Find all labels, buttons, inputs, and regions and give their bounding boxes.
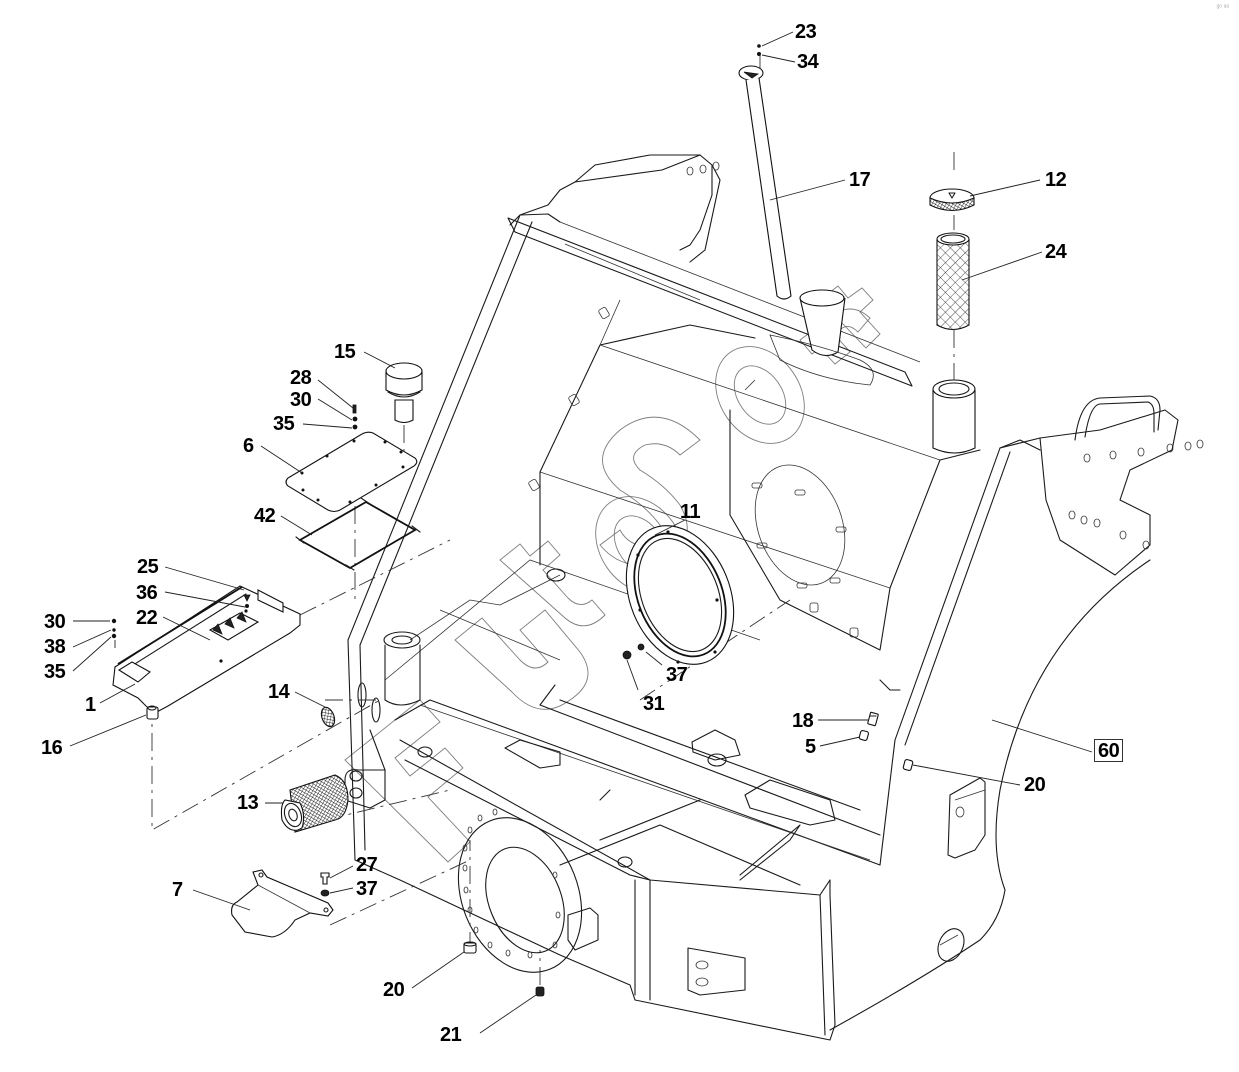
part-27-37-screw-washer[interactable] (320, 872, 330, 897)
part-15-breather[interactable] (385, 362, 423, 424)
callout-17[interactable]: 17 (849, 169, 871, 191)
callout-28[interactable]: 28 (290, 367, 312, 389)
callout-60-frame[interactable]: 60 (1094, 739, 1124, 762)
callout-36[interactable]: 36 (136, 582, 158, 604)
watermark (344, 285, 881, 863)
part-21-plug[interactable] (535, 986, 545, 997)
callout-6[interactable]: 6 (243, 435, 254, 457)
part-11-flange-ring[interactable] (607, 510, 754, 681)
callout-20-right[interactable]: 20 (1024, 774, 1046, 796)
callout-12[interactable]: 12 (1045, 169, 1067, 191)
callout-18[interactable]: 18 (792, 710, 814, 732)
callout-15[interactable]: 15 (334, 341, 356, 363)
callout-42[interactable]: 42 (254, 505, 276, 527)
corner-mark: ᵍᵒ ᵃᵃ (1216, 4, 1229, 11)
callout-37-bottom[interactable]: 37 (356, 878, 378, 900)
callout-16[interactable]: 16 (41, 737, 63, 759)
callout-11[interactable]: 11 (680, 501, 701, 523)
callout-30-left[interactable]: 30 (44, 611, 66, 633)
callout-34[interactable]: 34 (797, 51, 819, 73)
part-17-dipstick-tube[interactable] (738, 44, 792, 300)
callout-35-left[interactable]: 35 (44, 661, 66, 683)
callout-7[interactable]: 7 (172, 879, 183, 901)
callout-22[interactable]: 22 (136, 607, 158, 629)
part-6-cover-plate[interactable] (285, 431, 418, 513)
front-frame (344, 154, 1204, 1041)
part-30-38-35-fasteners[interactable] (111, 618, 117, 639)
callout-21[interactable]: 21 (440, 1024, 462, 1046)
part-20-plug-right[interactable] (902, 759, 914, 771)
part-20-drain-plug[interactable] (463, 941, 477, 954)
part-36-screw[interactable] (243, 594, 251, 608)
part-16-spacer[interactable] (146, 705, 159, 720)
callout-27[interactable]: 27 (356, 854, 378, 876)
callout-31[interactable]: 31 (643, 693, 665, 715)
part-31-37-nut-washer[interactable] (622, 643, 645, 660)
callout-1[interactable]: 1 (85, 694, 96, 716)
part-28-30-35-fasteners[interactable] (352, 404, 358, 430)
part-5-adapter[interactable] (858, 730, 869, 741)
part-1-access-panel[interactable] (112, 585, 301, 714)
callout-35-top[interactable]: 35 (273, 413, 295, 435)
leader-lines (69, 31, 1093, 1034)
callout-24[interactable]: 24 (1045, 241, 1067, 263)
callout-14[interactable]: 14 (268, 681, 290, 703)
callout-13[interactable]: 13 (237, 792, 259, 814)
callout-20-bottom[interactable]: 20 (383, 979, 405, 1001)
part-7-guard-plate[interactable] (231, 869, 334, 938)
part-13-suction-strainer[interactable] (280, 774, 349, 833)
callout-30-top[interactable]: 30 (290, 389, 312, 411)
part-12-filler-cap[interactable] (929, 188, 975, 212)
part-18-fitting[interactable] (867, 711, 879, 727)
callout-25[interactable]: 25 (137, 556, 159, 578)
callout-23[interactable]: 23 (795, 21, 817, 43)
part-42-gasket[interactable] (295, 497, 421, 571)
callout-38[interactable]: 38 (44, 636, 66, 658)
part-24-strainer[interactable] (936, 232, 970, 331)
callout-5[interactable]: 5 (805, 736, 816, 758)
callout-37-flange[interactable]: 37 (666, 664, 688, 686)
part-14-plug[interactable] (319, 706, 337, 729)
